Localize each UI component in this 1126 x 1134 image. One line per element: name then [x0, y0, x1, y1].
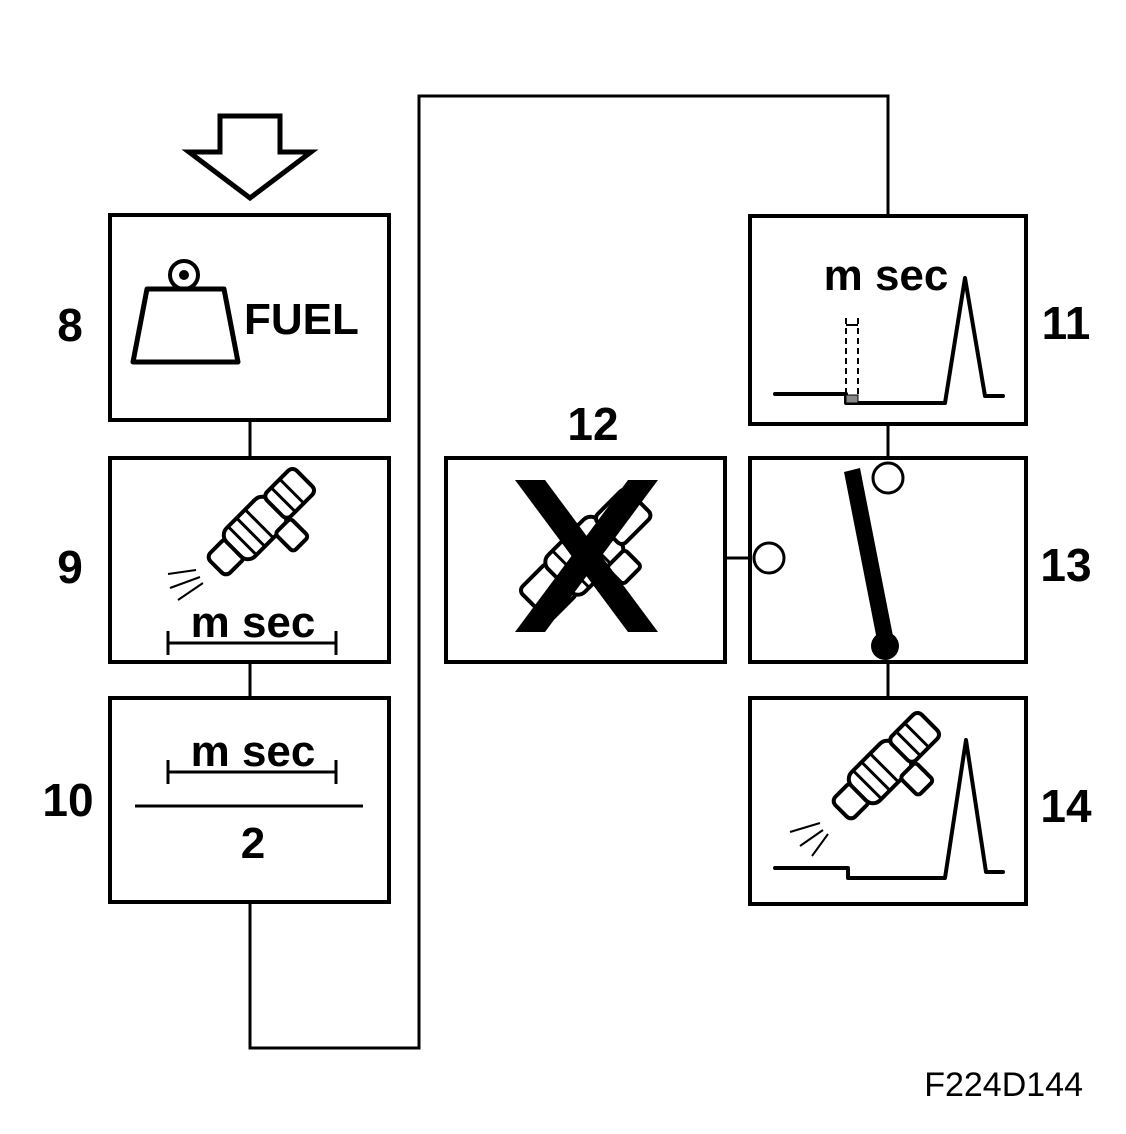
- step-11-label: m sec: [824, 251, 949, 300]
- step-9-label: m sec: [191, 598, 316, 647]
- injector-pulse-icon: [773, 710, 1005, 880]
- pulse-waveform-icon: [773, 276, 1005, 405]
- switch-icon: [752, 461, 905, 660]
- step-9-box: [108, 456, 391, 664]
- step-11: m sec 11: [748, 214, 1091, 426]
- step-10-divisor: 2: [241, 819, 265, 868]
- figure-code: F224D144: [924, 1066, 1083, 1104]
- step-12-number: 12: [567, 398, 618, 450]
- step-10-label: m sec: [191, 727, 316, 776]
- step-10-bracket: [166, 760, 338, 784]
- step-13: 13: [748, 456, 1092, 664]
- step-9-bracket: [166, 631, 338, 655]
- step-12: 12: [444, 398, 727, 664]
- step-8: FUEL 8: [57, 213, 391, 422]
- step-10: m sec 2 10: [42, 696, 391, 904]
- step-9: m sec 9: [57, 456, 391, 664]
- step-10-number: 10: [42, 774, 93, 826]
- step-11-number: 11: [1042, 297, 1091, 349]
- step-8-number: 8: [57, 299, 83, 351]
- input-arrow-icon: [181, 113, 319, 202]
- step-10-box: [108, 696, 391, 904]
- step-14-number: 14: [1040, 780, 1092, 832]
- step-9-number: 9: [57, 541, 83, 593]
- connector-lines: [248, 94, 890, 1050]
- weight-icon: [130, 259, 241, 365]
- injector-icon: [167, 466, 317, 601]
- step-13-number: 13: [1040, 539, 1091, 591]
- step-11-box: [748, 214, 1028, 426]
- crossed-injector-icon: [515, 480, 658, 632]
- step-14: 14: [748, 696, 1092, 906]
- step-8-label: FUEL: [244, 295, 359, 344]
